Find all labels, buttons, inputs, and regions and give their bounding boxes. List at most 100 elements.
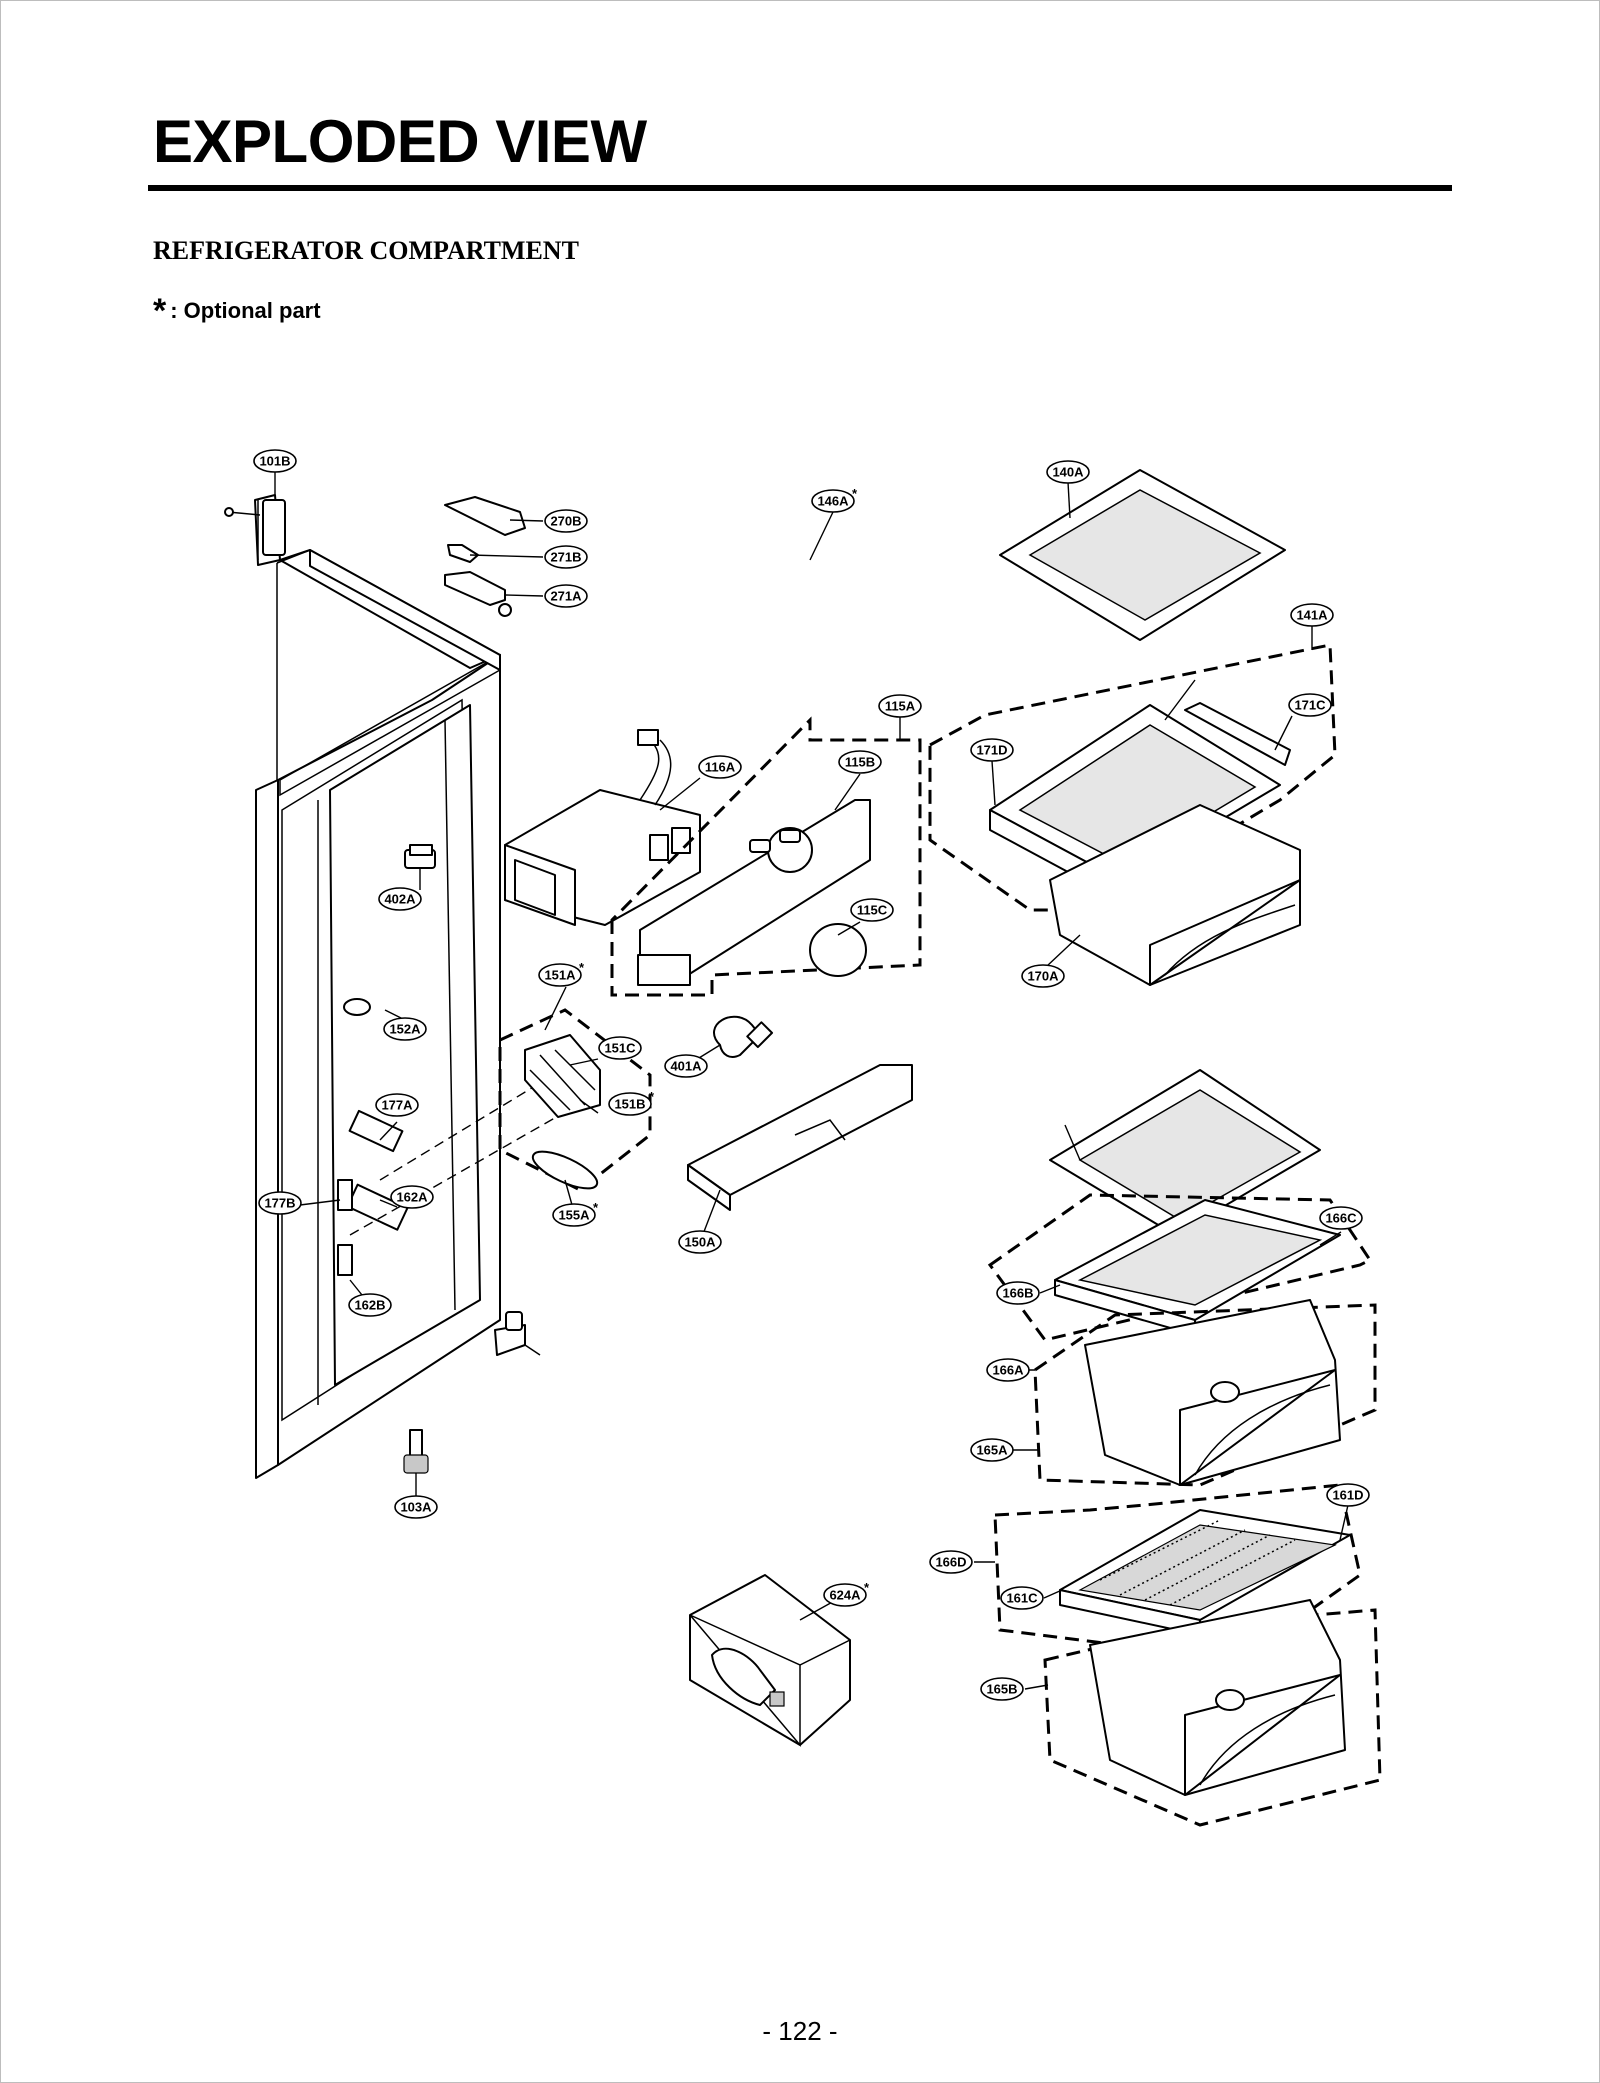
optional-part-star-icon: * xyxy=(593,1200,599,1215)
part-tag-outline xyxy=(1319,1206,1363,1230)
part-tag-outline xyxy=(394,1495,438,1519)
control-box-drawing xyxy=(504,729,701,926)
part-tag-outline xyxy=(378,887,422,911)
part-tag-outline xyxy=(678,1230,722,1254)
part-number-label: 150A xyxy=(684,1235,716,1250)
part-tag-outline xyxy=(375,1093,419,1117)
part-tag-165a: 165A xyxy=(970,1438,1014,1462)
optional-part-star-icon: * xyxy=(852,486,858,501)
part-number-label: 146A xyxy=(817,494,849,509)
part-tag-outline xyxy=(1046,460,1090,484)
shelf-bracket-drawing xyxy=(498,1008,913,1211)
part-tag-outline xyxy=(1000,1586,1044,1610)
optional-part-star-icon: * xyxy=(579,960,585,975)
part-number-label: 101B xyxy=(259,454,290,469)
part-tag-outline xyxy=(1326,1483,1370,1507)
part-tag-401a: 401A xyxy=(664,1054,708,1078)
part-tag-outline xyxy=(664,1054,708,1078)
part-number-label: 152A xyxy=(389,1022,421,1037)
part-number-label: 166B xyxy=(1002,1286,1033,1301)
page-number: - 122 - xyxy=(762,2016,838,2046)
part-tag-outline xyxy=(1290,603,1334,627)
shelf-group-141A-drawing xyxy=(928,643,1337,986)
part-tag-402a: 402A xyxy=(378,887,422,911)
shelf-140A-lower-drawing xyxy=(1049,1069,1321,1236)
part-tag-outline xyxy=(970,1438,1014,1462)
part-tags: 101B270B271B271A146A*140A141A171C171D115… xyxy=(253,449,1370,1701)
part-number-label: 162B xyxy=(354,1298,385,1313)
part-tag-outline xyxy=(598,1036,642,1060)
part-tag-outline xyxy=(838,750,882,774)
part-number-label: 165B xyxy=(986,1682,1017,1697)
part-number-label: 624A xyxy=(829,1588,861,1603)
part-tag-outline xyxy=(970,738,1014,762)
part-tag-101b: 101B xyxy=(253,449,297,473)
part-number-label: 171D xyxy=(976,743,1007,758)
part-tag-103a: 103A xyxy=(394,1495,438,1519)
optional-part-legend: *: Optional part xyxy=(153,290,321,328)
part-number-label: 177B xyxy=(264,1196,295,1211)
part-tag-outline xyxy=(383,1017,427,1041)
part-tag-177b: 177B xyxy=(258,1191,302,1215)
optional-part-star-icon: * xyxy=(864,1580,870,1595)
part-tag-624a: 624A* xyxy=(823,1580,870,1607)
part-number-label: 271B xyxy=(550,550,581,565)
part-number-label: 115C xyxy=(857,903,888,918)
part-number-label: 165A xyxy=(976,1443,1008,1458)
part-number-label: 402A xyxy=(384,892,416,907)
part-tag-outline xyxy=(348,1293,392,1317)
part-tag-177a: 177A xyxy=(375,1093,419,1117)
part-number-label: 270B xyxy=(550,514,581,529)
part-tag-115c: 115C xyxy=(850,898,894,922)
part-tag-outline xyxy=(538,963,582,987)
part-tag-166a: 166A xyxy=(986,1358,1030,1382)
part-number-label: 161D xyxy=(1332,1488,1363,1503)
part-number-label: 271A xyxy=(550,589,582,604)
part-tag-151a: 151A* xyxy=(538,960,585,987)
part-tag-outline xyxy=(608,1092,652,1116)
part-tag-170a: 170A xyxy=(1021,964,1065,988)
part-tag-outline xyxy=(698,755,742,779)
part-tag-outline xyxy=(1288,693,1332,717)
part-number-label: 116A xyxy=(705,760,736,775)
shelf-140A-drawing xyxy=(999,469,1286,641)
crisper-cover-161-drawing xyxy=(993,1483,1362,1662)
crisper-drawer-165B-drawing xyxy=(1043,1599,1382,1827)
crisper-drawer-165A-drawing xyxy=(1033,1299,1377,1487)
part-tag-141a: 141A xyxy=(1290,603,1334,627)
part-tag-171d: 171D xyxy=(970,738,1014,762)
part-number-label: 103A xyxy=(400,1500,432,1515)
part-tag-outline xyxy=(878,694,922,718)
part-tag-outline xyxy=(390,1185,434,1209)
part-tag-151b: 151B * xyxy=(608,1089,655,1116)
part-number-label: 151A xyxy=(544,968,576,983)
part-tag-155a: 155A* xyxy=(552,1200,599,1227)
part-number-label: 151B xyxy=(614,1097,645,1112)
section-title: REFRIGERATOR COMPARTMENT xyxy=(153,236,579,265)
part-tag-166b: 166B xyxy=(996,1281,1040,1305)
title-rule xyxy=(148,185,1452,191)
part-tag-270b: 270B xyxy=(544,509,588,533)
part-tag-outline xyxy=(850,898,894,922)
part-tag-outline xyxy=(544,545,588,569)
part-number-label: 177A xyxy=(381,1098,413,1113)
part-tag-166c: 166C xyxy=(1319,1206,1363,1230)
part-number-label: 170A xyxy=(1027,969,1059,984)
part-tag-152a: 152A xyxy=(383,1017,427,1041)
part-tag-150a: 150A xyxy=(678,1230,722,1254)
part-tag-171c: 171C xyxy=(1288,693,1332,717)
part-tag-outline xyxy=(552,1203,596,1227)
legend-text: : Optional part xyxy=(170,298,321,323)
control-panel-drawing xyxy=(610,716,922,997)
leader-lines xyxy=(274,472,1349,1690)
optional-part-star-icon: * xyxy=(649,1089,655,1104)
part-tag-115b: 115B xyxy=(838,750,882,774)
part-number-label: 115B xyxy=(845,755,875,770)
part-tag-271a: 271A xyxy=(544,584,588,608)
filter-box-drawing xyxy=(689,1574,851,1748)
part-tag-151c: 151C xyxy=(598,1036,642,1060)
part-tag-outline xyxy=(253,449,297,473)
part-tag-116a: 116A xyxy=(698,755,742,779)
part-number-label: 161C xyxy=(1006,1591,1038,1606)
